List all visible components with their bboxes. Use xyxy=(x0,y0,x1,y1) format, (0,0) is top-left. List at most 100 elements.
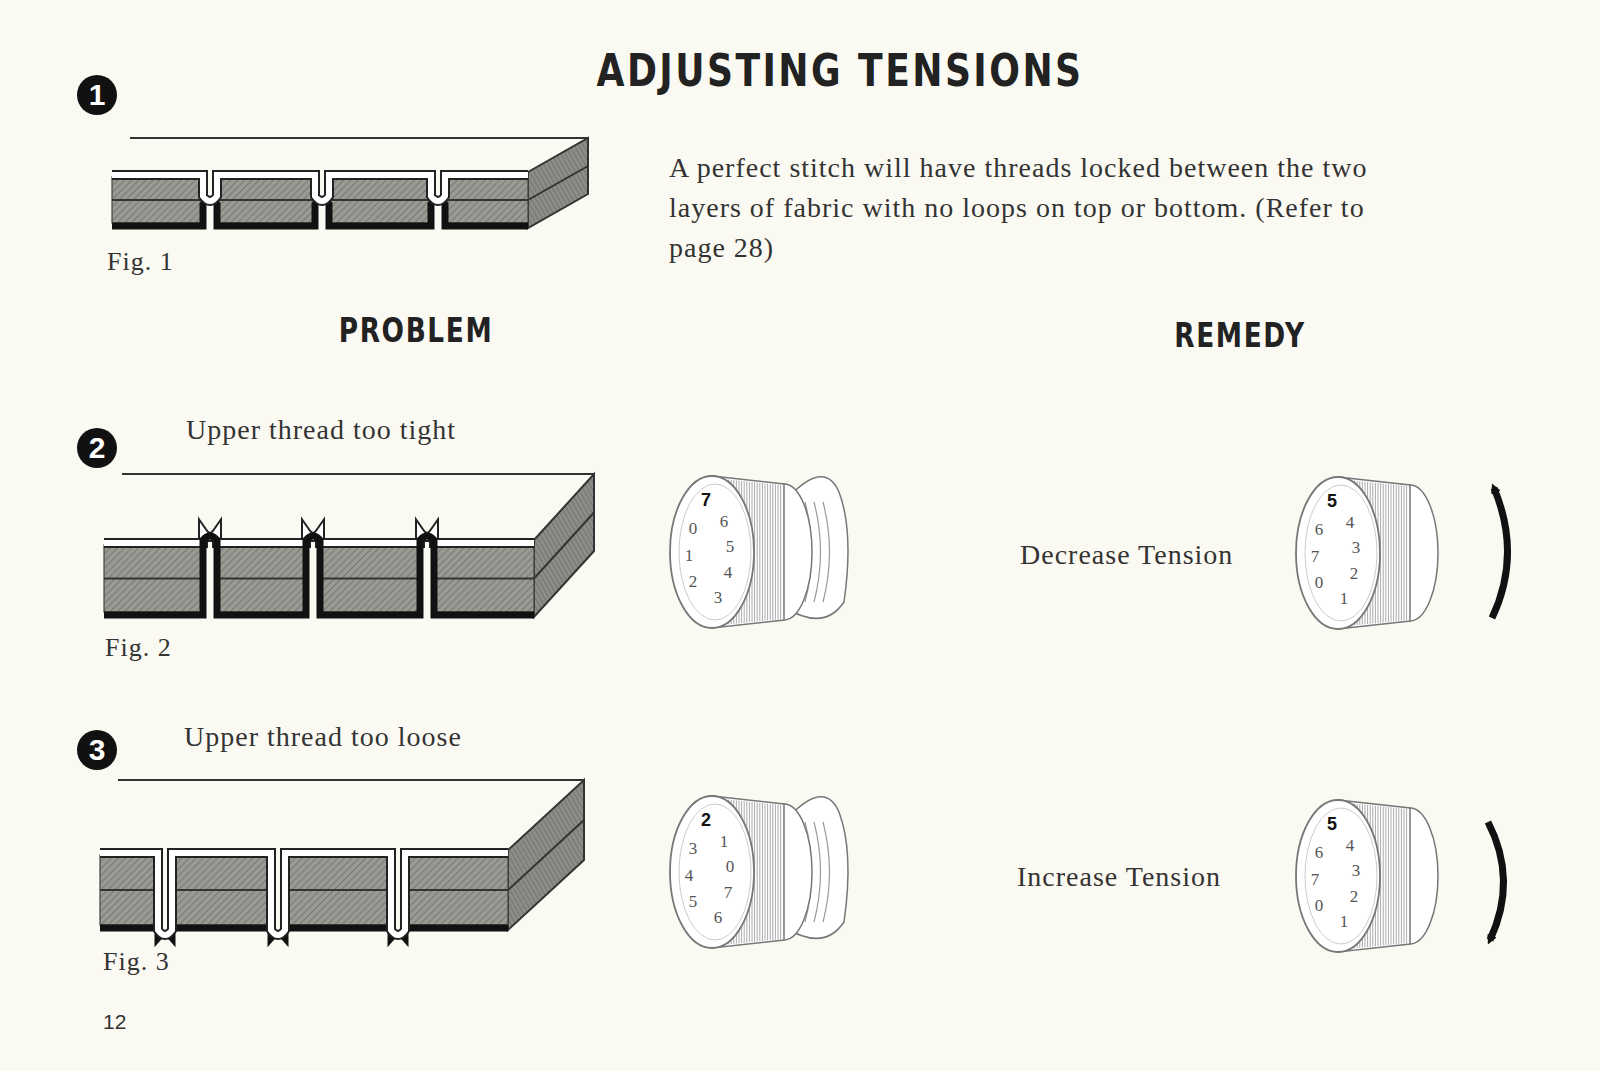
dial-number: 1 xyxy=(685,547,694,564)
knurling xyxy=(1396,485,1397,621)
fabric-layer xyxy=(286,855,390,925)
knurling xyxy=(1396,808,1397,944)
knurling xyxy=(759,803,760,941)
fabric-layer xyxy=(173,855,270,925)
problem-text: Upper thread too loose xyxy=(184,721,462,753)
dial-number: 5 xyxy=(1327,815,1337,833)
knurling xyxy=(1406,809,1407,943)
knurling xyxy=(767,484,768,621)
drawing-stroke xyxy=(112,175,528,201)
knurling xyxy=(1406,486,1407,620)
column-heading: PROBLEM xyxy=(339,311,494,350)
drawing-stroke xyxy=(218,199,314,201)
knurling xyxy=(772,804,773,940)
drawing-stroke xyxy=(679,484,751,620)
fabric-side xyxy=(508,780,584,930)
remedy-text: Increase Tension xyxy=(1017,861,1221,893)
drawing-stroke xyxy=(435,578,534,580)
page-number: 12 xyxy=(103,1010,126,1034)
problem-text: Upper thread too tight xyxy=(186,414,456,446)
knurling xyxy=(770,484,771,620)
knurling xyxy=(1388,807,1389,945)
drawing-stroke xyxy=(406,889,508,891)
fabric-layer xyxy=(218,177,314,223)
knurling xyxy=(767,804,768,941)
drawing-stroke xyxy=(679,804,751,940)
fabric-layer xyxy=(321,545,419,612)
dial-number: 4 xyxy=(724,564,733,581)
dial-number: 6 xyxy=(714,909,723,926)
dial-number: 4 xyxy=(1346,514,1355,531)
callout-number: 2 xyxy=(77,428,117,468)
knurling xyxy=(770,804,771,940)
drawing-stroke xyxy=(823,822,830,922)
fabric-layer xyxy=(406,855,508,925)
dial-number: 2 xyxy=(701,811,711,829)
upper-thread xyxy=(112,175,528,201)
knurling xyxy=(757,483,758,622)
dial-number: 6 xyxy=(1315,844,1324,861)
fabric-layer xyxy=(435,545,534,612)
dial-number: 1 xyxy=(1340,590,1349,607)
page-title: ADJUSTING TENSIONS xyxy=(597,45,1084,96)
tension-dials xyxy=(670,476,1438,952)
dial-number: 4 xyxy=(1346,837,1355,854)
knurling xyxy=(1404,809,1405,944)
knurling xyxy=(1393,485,1394,622)
drawing-stroke xyxy=(330,199,430,201)
knurling xyxy=(762,483,763,621)
dial-number: 7 xyxy=(724,884,733,901)
figure-label: Fig. 1 xyxy=(107,247,174,277)
dial-number: 0 xyxy=(1315,897,1324,914)
dial-number: 2 xyxy=(1350,888,1359,905)
knurling xyxy=(778,485,779,620)
knurling xyxy=(1401,485,1402,620)
knurling xyxy=(765,803,766,940)
knurling xyxy=(765,483,766,620)
dial-number: 5 xyxy=(1327,492,1337,510)
callout-number: 3 xyxy=(77,730,117,770)
dial-number: 3 xyxy=(1352,862,1361,879)
knurling xyxy=(778,805,779,940)
lower-thread xyxy=(104,536,534,615)
knurling xyxy=(1391,807,1392,944)
dial-number: 1 xyxy=(1340,913,1349,930)
dial-number: 6 xyxy=(1315,521,1324,538)
drawing-stroke xyxy=(173,889,270,891)
fabric-layer xyxy=(330,177,430,223)
drawing-stroke xyxy=(528,166,588,200)
drawing-stroke xyxy=(218,578,305,580)
knurling xyxy=(1383,484,1384,623)
knurling xyxy=(762,803,763,941)
fabric-layer xyxy=(100,855,157,925)
knurling xyxy=(1398,808,1399,944)
remedy-text: Decrease Tension xyxy=(1020,539,1233,571)
fabric-figures xyxy=(100,138,594,938)
fabric-top xyxy=(122,473,594,475)
knurling xyxy=(1393,808,1394,945)
dial-number: 1 xyxy=(720,833,729,850)
drawing-stroke xyxy=(286,889,390,891)
drawing-stroke xyxy=(508,820,584,890)
knurling xyxy=(1398,485,1399,621)
figure-label: Fig. 3 xyxy=(103,947,170,977)
dial-face xyxy=(670,476,754,628)
drawing-stroke xyxy=(534,513,594,579)
dial-number: 5 xyxy=(689,893,698,910)
knurling xyxy=(775,484,776,619)
dial-number: 2 xyxy=(689,573,698,590)
drawing-stroke xyxy=(1305,808,1377,944)
drawing-stroke xyxy=(100,889,157,891)
fabric-side xyxy=(534,474,594,617)
dial-face xyxy=(1296,477,1380,629)
fabric-side xyxy=(528,138,588,228)
body-text: A perfect stitch will have threads locke… xyxy=(669,148,1399,268)
drawing-stroke xyxy=(100,853,508,935)
figure-label: Fig. 2 xyxy=(105,633,172,663)
dial-number: 7 xyxy=(701,491,711,509)
drawing-stroke xyxy=(112,199,202,201)
fabric-top xyxy=(118,779,584,781)
dial-number: 5 xyxy=(726,538,735,555)
upper-thread xyxy=(100,853,508,935)
dial-number: 3 xyxy=(1352,539,1361,556)
